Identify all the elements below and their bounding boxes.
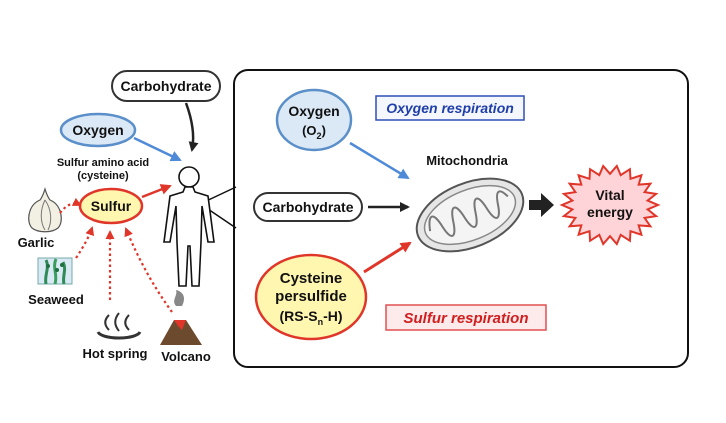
- garlic-icon: [28, 187, 62, 233]
- oxygen-to-mitochondria-arrow: [349, 141, 410, 180]
- sulfur-arrow: [141, 184, 172, 199]
- hot-spring-label: Hot spring: [83, 346, 148, 361]
- hot-spring-icon: [96, 312, 142, 340]
- oxygen-ellipse-left: [59, 112, 137, 148]
- sulfur-ellipse: [78, 187, 144, 225]
- oxygen-label-left: Oxygen: [72, 122, 123, 138]
- cysteine-to-mitochondria-arrow: [363, 241, 412, 274]
- sulfur-amino-acid-label: Sulfur amino acid: [57, 157, 149, 169]
- garlic-label: Garlic: [18, 235, 55, 250]
- seaweed-arrow: [75, 226, 95, 259]
- human-silhouette-icon: [163, 166, 215, 287]
- cysteine-label-line2: persulfide: [275, 288, 347, 305]
- cysteine-label: (cysteine): [77, 170, 129, 182]
- seaweed-icon: [37, 257, 73, 285]
- sulfur-respiration-box: [385, 304, 547, 331]
- oxygen-arrow-left: [133, 136, 182, 162]
- cysteine-label-line1: Cysteine: [280, 270, 343, 287]
- carbohydrate-arrow-left: [184, 102, 199, 152]
- oxygen-formula: (O2): [302, 123, 326, 141]
- vital-label: Vital: [595, 187, 624, 203]
- garlic-arrow: [59, 197, 82, 214]
- sulfur-label: Sulfur: [91, 198, 132, 214]
- carbohydrate-box-left: [111, 70, 221, 102]
- sulfur-respiration-label: Sulfur respiration: [403, 310, 528, 327]
- energy-label: energy: [587, 204, 633, 220]
- carbohydrate-box-right: [253, 192, 363, 222]
- oxygen-ellipse-right: [275, 88, 353, 152]
- carbohydrate-label-left: Carbohydrate: [120, 78, 211, 94]
- oxygen-respiration-label: Oxygen respiration: [386, 100, 514, 116]
- energy-output-arrow: [529, 193, 554, 217]
- carbohydrate-label-right: Carbohydrate: [262, 199, 353, 215]
- oxygen-label-right: Oxygen: [288, 103, 339, 119]
- vital-energy-burst: [559, 164, 661, 246]
- volcano-icon: [160, 290, 202, 345]
- seaweed-label: Seaweed: [28, 292, 84, 307]
- mitochondria-icon: [415, 177, 525, 253]
- cysteine-persulfide-ellipse: [254, 253, 368, 341]
- mitochondria-label: Mitochondria: [426, 153, 508, 168]
- cysteine-formula: (RS-Sn-H): [279, 308, 342, 327]
- volcano-label: Volcano: [161, 349, 211, 364]
- oxygen-respiration-box: [375, 95, 525, 121]
